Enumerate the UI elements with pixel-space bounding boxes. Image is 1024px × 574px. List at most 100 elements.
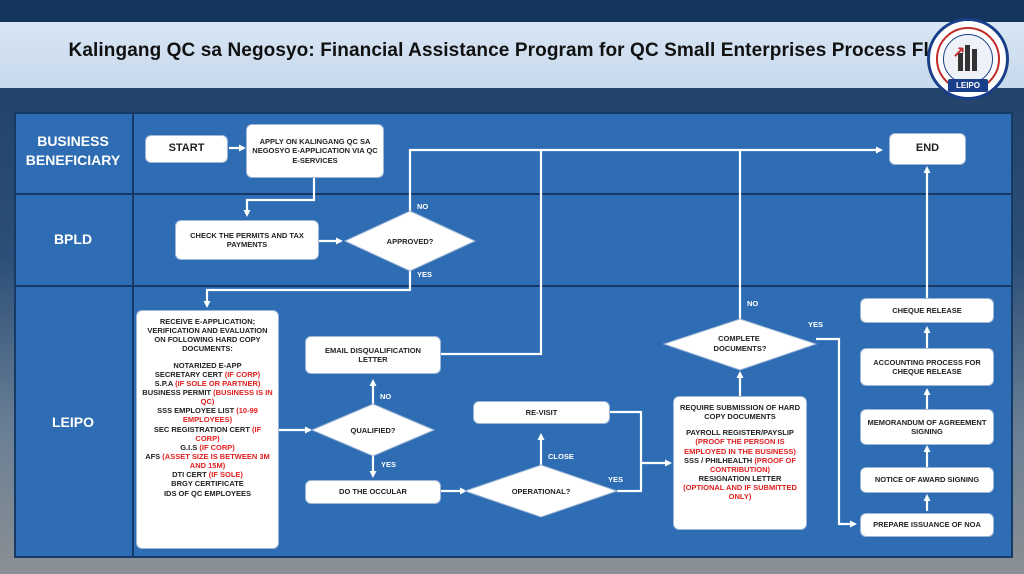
occular-node: DO THE OCCULAR bbox=[305, 480, 441, 504]
document-item: SECRETARY CERT (IF CORP) bbox=[142, 370, 273, 379]
require-submission-node: REQUIRE SUBMISSION OF HARD COPY DOCUMENT… bbox=[673, 396, 807, 530]
decision-qualified bbox=[310, 403, 436, 457]
growth-arrow-icon: ↗ bbox=[952, 45, 966, 62]
logo-building-icon bbox=[972, 49, 977, 71]
edge-label-yes-approved: YES bbox=[417, 270, 433, 279]
document-name: DTI CERT bbox=[172, 470, 209, 480]
require-item-condition: (OPTIONAL AND IF SUBMITTED ONLY) bbox=[683, 483, 797, 502]
accounting-process-node: ACCOUNTING PROCESS FOR CHEQUE RELEASE bbox=[860, 348, 994, 386]
document-item: NOTARIZED E-APP bbox=[142, 361, 273, 370]
email-disqualification-node: EMAIL DISQUALIFICATION LETTER bbox=[305, 336, 441, 374]
document-item: DTI CERT (IF SOLE) bbox=[142, 470, 273, 479]
edge-label-yes-qualified: YES bbox=[381, 460, 397, 469]
document-name: SSS EMPLOYEE LIST bbox=[157, 406, 237, 416]
noa-award-signing-node: NOTICE OF AWARD SIGNING bbox=[860, 467, 994, 493]
require-item-condition: (PROOF OF CONTRIBUTION) bbox=[710, 455, 796, 474]
require-item-condition: (PROOF THE PERSON IS EMPLOYED IN THE BUS… bbox=[684, 437, 796, 456]
document-item: IDS OF QC EMPLOYEES bbox=[142, 489, 273, 498]
document-item: SSS EMPLOYEE LIST (10-99 EMPLOYEES) bbox=[142, 406, 273, 424]
document-name: AFS bbox=[145, 451, 163, 461]
edge-apply-check bbox=[243, 178, 316, 217]
revisit-node: RE-VISIT bbox=[473, 401, 610, 424]
decision-complete-line: DOCUMENTS? bbox=[714, 344, 767, 353]
receive-heading: RECEIVE E-APPLICATION; VERIFICATION AND … bbox=[147, 317, 268, 354]
lane-divider bbox=[14, 285, 1013, 287]
document-condition: (IF CORP) bbox=[199, 442, 235, 452]
require-item: SSS / PHILHEALTH (PROOF OF CONTRIBUTION) bbox=[679, 456, 801, 474]
apply-node: APPLY ON KALINGANG QC SA NEGOSYO E-APPLI… bbox=[246, 124, 384, 178]
lane-divider bbox=[14, 193, 1013, 195]
document-condition: (IF SOLE) bbox=[208, 470, 243, 480]
check-permits-node: CHECK THE PERMITS AND TAX PAYMENTS bbox=[175, 220, 319, 260]
decision-approved-text: APPROVED? bbox=[387, 237, 434, 246]
lane-business-beneficiary: BUSINESS BENEFICIARY bbox=[14, 132, 132, 170]
decision-operational-text: OPERATIONAL? bbox=[512, 487, 571, 496]
cheque-release-node: CHEQUE RELEASE bbox=[860, 298, 994, 323]
document-item: AFS (ASSET SIZE IS BETWEEN 3M AND 15M) bbox=[142, 452, 273, 470]
logo-building-icon bbox=[965, 45, 970, 71]
edge-approved-no-end bbox=[408, 146, 883, 211]
edge-approved-yes-receive bbox=[203, 271, 412, 308]
top-band bbox=[0, 0, 1024, 22]
edge-label-no-complete: NO bbox=[747, 299, 759, 308]
decision-complete-text: COMPLETE DOCUMENTS? bbox=[714, 334, 767, 353]
document-condition: (IF CORP) bbox=[224, 369, 261, 379]
document-condition: (IF SOLE OR PARTNER) bbox=[175, 378, 261, 388]
require-list: PAYROLL REGISTER/PAYSLIP(PROOF THE PERSO… bbox=[679, 428, 801, 501]
edge-complete-yes-noa bbox=[816, 337, 857, 528]
start-node: START bbox=[145, 135, 228, 163]
lane-label-divider bbox=[132, 112, 134, 558]
document-name: SECRETARY CERT bbox=[154, 369, 225, 379]
decision-approved bbox=[343, 210, 477, 272]
document-name: IDS OF QC EMPLOYEES bbox=[163, 488, 252, 498]
document-condition: (IF CORP) bbox=[195, 424, 262, 443]
document-name: G.I.S bbox=[180, 442, 200, 452]
require-item: RESIGNATION LETTER (OPTIONAL AND IF SUBM… bbox=[679, 474, 801, 501]
logo-building-icon bbox=[958, 53, 963, 71]
document-condition: (BUSINESS IS IN QC) bbox=[200, 387, 273, 407]
prepare-noa-node: PREPARE ISSUANCE OF NOA bbox=[860, 513, 994, 537]
edge-revisit-require bbox=[610, 410, 672, 467]
leipo-logo: ↗ LEIPO bbox=[927, 18, 1009, 100]
edge-label-yes-operational: YES bbox=[608, 475, 624, 484]
decision-complete bbox=[662, 318, 818, 371]
title-bar bbox=[0, 22, 1024, 88]
edge-operational-yes-require bbox=[617, 463, 643, 493]
lane-label-line: BENEFICIARY bbox=[25, 152, 121, 168]
document-item: SEC REGISTRATION CERT (IF CORP) bbox=[142, 425, 273, 443]
require-item-name: SSS / PHILHEALTH bbox=[684, 455, 755, 465]
decision-qualified-text: QUALIFIED? bbox=[351, 426, 396, 435]
document-name: BRGY CERTIFICATE bbox=[171, 479, 244, 489]
document-condition: (10-99 EMPLOYEES) bbox=[182, 406, 258, 425]
edge-email-end bbox=[441, 150, 543, 356]
document-item: G.I.S (IF CORP) bbox=[142, 443, 273, 452]
edge-label-no-approved: NO bbox=[417, 202, 429, 211]
document-item: BUSINESS PERMIT (BUSINESS IS IN QC) bbox=[142, 388, 273, 406]
page-title: Kalingang QC sa Negosyo: Financial Assis… bbox=[68, 40, 956, 61]
require-heading: REQUIRE SUBMISSION OF HARD COPY DOCUMENT… bbox=[679, 403, 800, 422]
lane-leipo: LEIPO bbox=[51, 414, 94, 430]
receive-application-node: RECEIVE E-APPLICATION; VERIFICATION AND … bbox=[136, 310, 279, 549]
document-name: NOTARIZED E-APP bbox=[173, 360, 242, 370]
edge-label-yes-complete: YES bbox=[808, 320, 824, 329]
logo-badge: LEIPO bbox=[948, 79, 988, 92]
end-node: END bbox=[889, 133, 966, 165]
document-name: SEC REGISTRATION CERT bbox=[153, 424, 253, 434]
edge-label-no-qualified: NO bbox=[380, 392, 392, 401]
require-item: PAYROLL REGISTER/PAYSLIP(PROOF THE PERSO… bbox=[679, 428, 801, 455]
require-item-name: PAYROLL REGISTER/PAYSLIP bbox=[686, 428, 794, 438]
document-item: S.P.A (IF SOLE OR PARTNER) bbox=[142, 379, 273, 388]
document-item: BRGY CERTIFICATE bbox=[142, 479, 273, 488]
decision-complete-line: COMPLETE bbox=[718, 334, 760, 343]
lane-label-line: BUSINESS bbox=[37, 133, 109, 149]
moa-signing-node: MEMORANDUM OF AGREEMENT SIGNING bbox=[860, 409, 994, 445]
document-condition: (ASSET SIZE IS BETWEEN 3M AND 15M) bbox=[162, 451, 270, 471]
document-name: BUSINESS PERMIT bbox=[142, 387, 214, 397]
edge-label-close: CLOSE bbox=[548, 452, 574, 461]
require-item-name: RESIGNATION LETTER bbox=[698, 473, 782, 483]
decision-operational bbox=[463, 464, 619, 518]
document-name: S.P.A bbox=[154, 378, 176, 388]
lane-bpld: BPLD bbox=[53, 231, 93, 247]
